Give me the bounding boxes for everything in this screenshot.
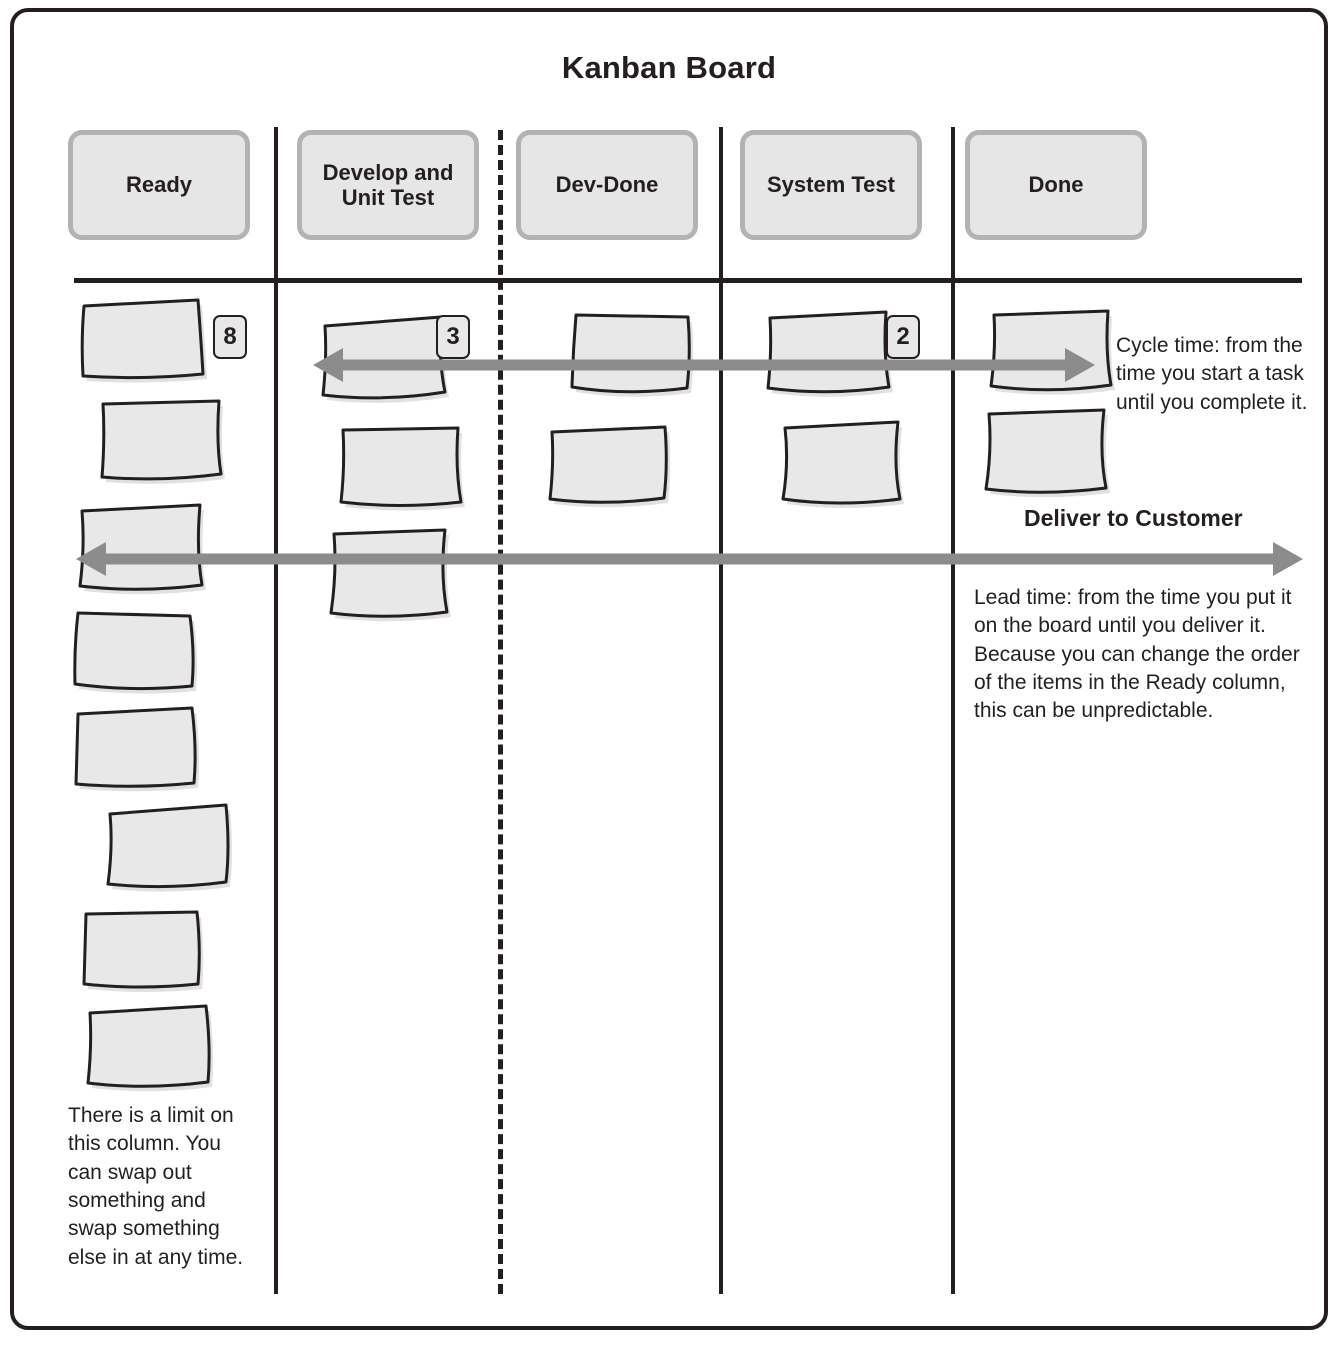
column-header-systest-label: System Test	[767, 172, 895, 198]
lead-time-arrow	[72, 534, 1307, 589]
cycle-time-arrow	[309, 340, 1099, 395]
wip-limit-badge-ready[interactable]: 8	[213, 315, 247, 359]
column-header-done[interactable]: Done	[965, 130, 1147, 240]
cycle-time-note: Cycle time: from the time you start a ta…	[1116, 334, 1308, 414]
wip-limit-value-systest: 2	[896, 323, 910, 350]
deliver-to-customer-label: Deliver to Customer	[1024, 505, 1243, 531]
sticky-card-systest-2[interactable]	[779, 417, 904, 508]
column-divider-devdone-systest	[719, 127, 723, 1294]
sticky-card-develop-2[interactable]	[336, 420, 465, 511]
sticky-card-devdone-2[interactable]	[546, 420, 671, 508]
wip-limit-value-ready: 8	[223, 323, 237, 350]
column-header-devdone-label: Dev-Done	[555, 172, 659, 198]
sticky-card-devdone-1[interactable]	[566, 306, 694, 397]
column-header-ready-label: Ready	[125, 172, 193, 198]
sticky-card-ready-2[interactable]	[97, 394, 225, 484]
column-header-dev-done[interactable]: Dev-Done	[516, 130, 698, 240]
wip-limit-badge-system-test[interactable]: 2	[886, 315, 920, 359]
sticky-card-ready-1[interactable]	[77, 294, 207, 383]
sticky-card-ready-5[interactable]	[71, 702, 200, 792]
sticky-card-done-2[interactable]	[982, 404, 1110, 498]
wip-limit-badge-develop[interactable]: 3	[436, 315, 470, 359]
lead-time-note: Lead time: from the time you put it on t…	[974, 586, 1300, 723]
header-separator-rule	[74, 278, 1302, 283]
sticky-card-ready-8[interactable]	[84, 1000, 214, 1092]
column-header-done-label: Done	[1028, 172, 1084, 198]
wip-limit-value-develop: 3	[446, 323, 460, 350]
page-title: Kanban Board	[561, 50, 777, 85]
column-divider-develop-devdone-dashed	[498, 130, 503, 1294]
column-header-system-test[interactable]: System Test	[740, 130, 922, 240]
column-divider-systest-done	[951, 127, 955, 1294]
kanban-board-frame: Kanban Board Ready Develop and Unit Test…	[10, 8, 1328, 1330]
sticky-card-ready-3[interactable]	[76, 500, 206, 595]
sticky-card-systest-1[interactable]	[762, 306, 893, 397]
sticky-card-ready-6[interactable]	[104, 800, 232, 892]
column-header-develop-and-unit-test[interactable]: Develop and Unit Test	[297, 130, 479, 240]
ready-column-limit-note: There is a limit on this column. You can…	[68, 1104, 244, 1269]
column-header-develop-label: Develop and Unit Test	[322, 159, 454, 210]
column-header-ready[interactable]: Ready	[68, 130, 250, 240]
sticky-card-ready-4[interactable]	[70, 604, 198, 694]
sticky-card-ready-7[interactable]	[79, 904, 204, 992]
column-divider-ready-develop	[274, 127, 278, 1294]
